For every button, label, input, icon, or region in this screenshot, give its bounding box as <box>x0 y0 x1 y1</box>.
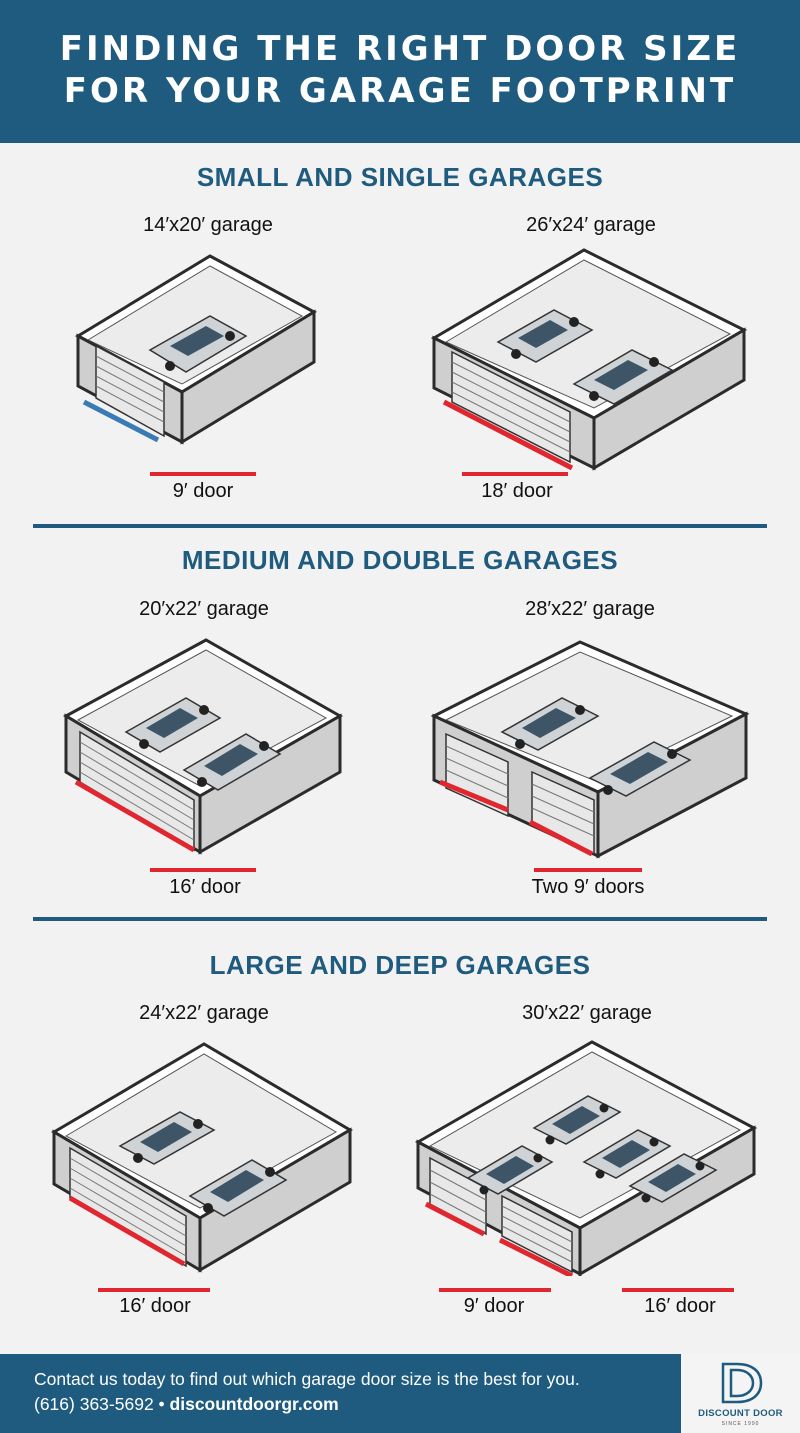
door-size-label: 16′ door <box>119 1295 191 1317</box>
door-width-bar <box>150 868 256 872</box>
door-marker <box>528 819 594 857</box>
door-size-label: 16′ door <box>169 876 241 898</box>
garage-illustration-14x20 <box>74 254 318 445</box>
car-icon <box>572 349 674 405</box>
garage-door <box>501 1194 573 1274</box>
door-size-label: 9′ door <box>463 1295 525 1317</box>
door-width-bar <box>622 1288 734 1292</box>
car-icon <box>182 733 282 791</box>
door-marker <box>74 779 196 853</box>
garage-illustration-20x22 <box>62 638 344 855</box>
garage-door <box>531 770 595 856</box>
car-icon <box>124 697 222 753</box>
door-marker <box>68 1195 186 1267</box>
garage-illustration-26x24 <box>430 248 748 471</box>
garage-door <box>69 1146 187 1268</box>
door-marker <box>424 1201 486 1237</box>
door-marker <box>442 399 574 471</box>
door-marker <box>82 399 160 443</box>
door-size-label: 9′ door <box>172 480 234 502</box>
door-width-bar <box>150 472 256 476</box>
car-icon <box>532 1095 622 1145</box>
car-icon <box>588 741 692 797</box>
footer-contact: (616) 363-5692 • discountdoorgr.com <box>34 1394 339 1415</box>
footer-bar: Contact us today to find out which garag… <box>0 1354 800 1433</box>
door-width-bar <box>462 472 568 476</box>
garage-illustration-30x22 <box>414 1040 758 1276</box>
door-size-label: 16′ door <box>644 1295 716 1317</box>
section-title-small: SMALL AND SINGLE GARAGES <box>196 162 604 192</box>
car-icon <box>500 697 600 751</box>
logo: DISCOUNT DOOR SINCE 1990 <box>681 1354 800 1433</box>
car-icon <box>496 309 594 363</box>
car-icon <box>148 315 248 373</box>
garage-size-label: 26′x24′ garage <box>526 214 656 236</box>
garage-size-label: 14′x20′ garage <box>143 214 273 236</box>
page-title-line-1: FINDING THE RIGHT DOOR SIZE <box>59 29 741 69</box>
logo-since: SINCE 1990 <box>721 1421 760 1427</box>
door-size-label: Two 9′ doors <box>531 876 645 898</box>
garage-door <box>79 730 195 852</box>
door-width-bar <box>534 868 642 872</box>
car-icon <box>118 1111 216 1165</box>
section-title-large: LARGE AND DEEP GARAGES <box>209 950 591 980</box>
car-icon <box>582 1129 672 1179</box>
garage-size-label: 28′x22′ garage <box>525 598 655 620</box>
garage-size-label: 20′x22′ garage <box>139 598 269 620</box>
door-width-bar <box>439 1288 551 1292</box>
garage-door <box>95 344 165 438</box>
logo-d-icon <box>721 1362 763 1404</box>
car-icon <box>628 1153 718 1203</box>
door-marker <box>439 779 509 813</box>
car-icon <box>188 1159 288 1217</box>
section-divider <box>33 524 767 528</box>
separator-dot: • <box>153 1394 170 1414</box>
section-divider <box>33 917 767 921</box>
garage-door <box>451 350 571 464</box>
door-width-bar <box>98 1288 210 1292</box>
door-marker <box>498 1237 574 1276</box>
phone-number[interactable]: (616) 363-5692 <box>34 1394 154 1414</box>
garage-size-label: 30′x22′ garage <box>522 1002 652 1024</box>
garage-illustration-28x22 <box>430 640 750 859</box>
page-header: FINDING THE RIGHT DOOR SIZE FOR YOUR GAR… <box>0 0 800 143</box>
garage-illustration-24x22 <box>51 1042 353 1273</box>
section-title-medium: MEDIUM AND DOUBLE GARAGES <box>181 545 619 575</box>
garage-size-label: 24′x22′ garage <box>139 1002 269 1024</box>
garage-door <box>445 732 509 818</box>
garage-door <box>429 1156 487 1236</box>
page-title-line-2: FOR YOUR GARAGE FOOTPRINT <box>63 71 737 111</box>
footer-cta: Contact us today to find out which garag… <box>34 1369 580 1389</box>
logo-name: DISCOUNT DOOR <box>698 1408 783 1419</box>
website-link[interactable]: discountdoorgr.com <box>169 1394 339 1414</box>
door-size-label: 18′ door <box>481 480 553 502</box>
car-icon <box>466 1145 554 1195</box>
